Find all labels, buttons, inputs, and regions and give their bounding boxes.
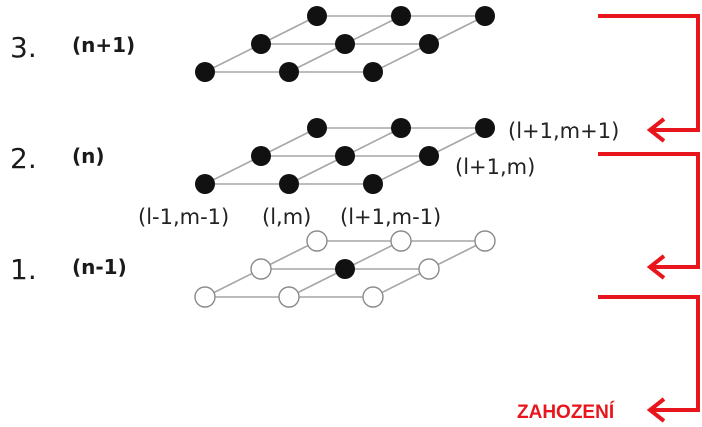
lattice-node-open <box>250 258 272 280</box>
lattice-node-open <box>306 230 328 252</box>
lattice-node-full <box>335 146 355 166</box>
lattice-edge <box>428 15 486 45</box>
lattice-node-full <box>251 34 271 54</box>
discard-label: ZAHOZENÍ <box>517 401 615 423</box>
arrow-head-level-2 <box>646 117 666 143</box>
lattice-node-full <box>419 146 439 166</box>
lattice-edge <box>204 155 262 185</box>
lattice-node-open <box>474 230 496 252</box>
arrow-level-2-to-1 <box>598 152 700 269</box>
lattice-node-full <box>335 259 355 279</box>
lattice-node-full <box>475 118 495 138</box>
lattice-node-full <box>363 62 383 82</box>
coord-bottom-left: (l-1,m-1) <box>138 205 229 229</box>
lattice-edge <box>204 43 262 73</box>
level-2-tag: (n) <box>72 144 105 168</box>
lattice-edge <box>344 127 402 157</box>
level-1-tag: (n-1) <box>72 255 127 279</box>
lattice-node-full <box>307 6 327 26</box>
level-1-number: 1. <box>10 253 37 286</box>
lattice-edge <box>428 127 486 157</box>
lattice-edge <box>288 43 346 73</box>
lattice-node-open <box>390 230 412 252</box>
lattice-node-open <box>362 286 384 308</box>
shift-arrows <box>598 14 700 423</box>
level-3-number: 3. <box>10 31 37 64</box>
lattice-node-full <box>335 34 355 54</box>
lattice-edge <box>372 43 430 73</box>
lattice-node-full <box>279 174 299 194</box>
coord-top-right: (l+1,m+1) <box>508 119 619 143</box>
lattice-node-open <box>418 258 440 280</box>
lattice-node-open <box>278 286 300 308</box>
lattice-node-full <box>307 118 327 138</box>
lattice-edge <box>260 127 318 157</box>
coord-bottom-mid: (l,m) <box>262 205 311 229</box>
level-3-tag: (n+1) <box>72 33 135 57</box>
arrow-head-level-1 <box>646 254 666 280</box>
lattice-node-full <box>251 146 271 166</box>
lattice-edge <box>344 15 402 45</box>
arrow-level-1-to-discard <box>598 295 700 412</box>
lattice-node-full <box>195 62 215 82</box>
arrow-head-discard <box>646 397 666 423</box>
lattice-edge <box>260 15 318 45</box>
lattice-nodes <box>194 6 496 308</box>
lattice-node-full <box>391 6 411 26</box>
lattice-edge <box>372 155 430 185</box>
arrow-level-3-to-2 <box>598 14 700 132</box>
lattice-node-full <box>279 62 299 82</box>
coord-mid-right: (l+1,m) <box>455 155 535 179</box>
coord-bottom-right: (l+1,m-1) <box>340 205 441 229</box>
lattice-node-open <box>194 286 216 308</box>
lattice-node-full <box>363 174 383 194</box>
lattice-node-full <box>475 6 495 26</box>
lattice-node-full <box>391 118 411 138</box>
level-2-number: 2. <box>10 142 37 175</box>
lattice-edge <box>288 155 346 185</box>
lattice-node-full <box>195 174 215 194</box>
lattice-node-full <box>419 34 439 54</box>
